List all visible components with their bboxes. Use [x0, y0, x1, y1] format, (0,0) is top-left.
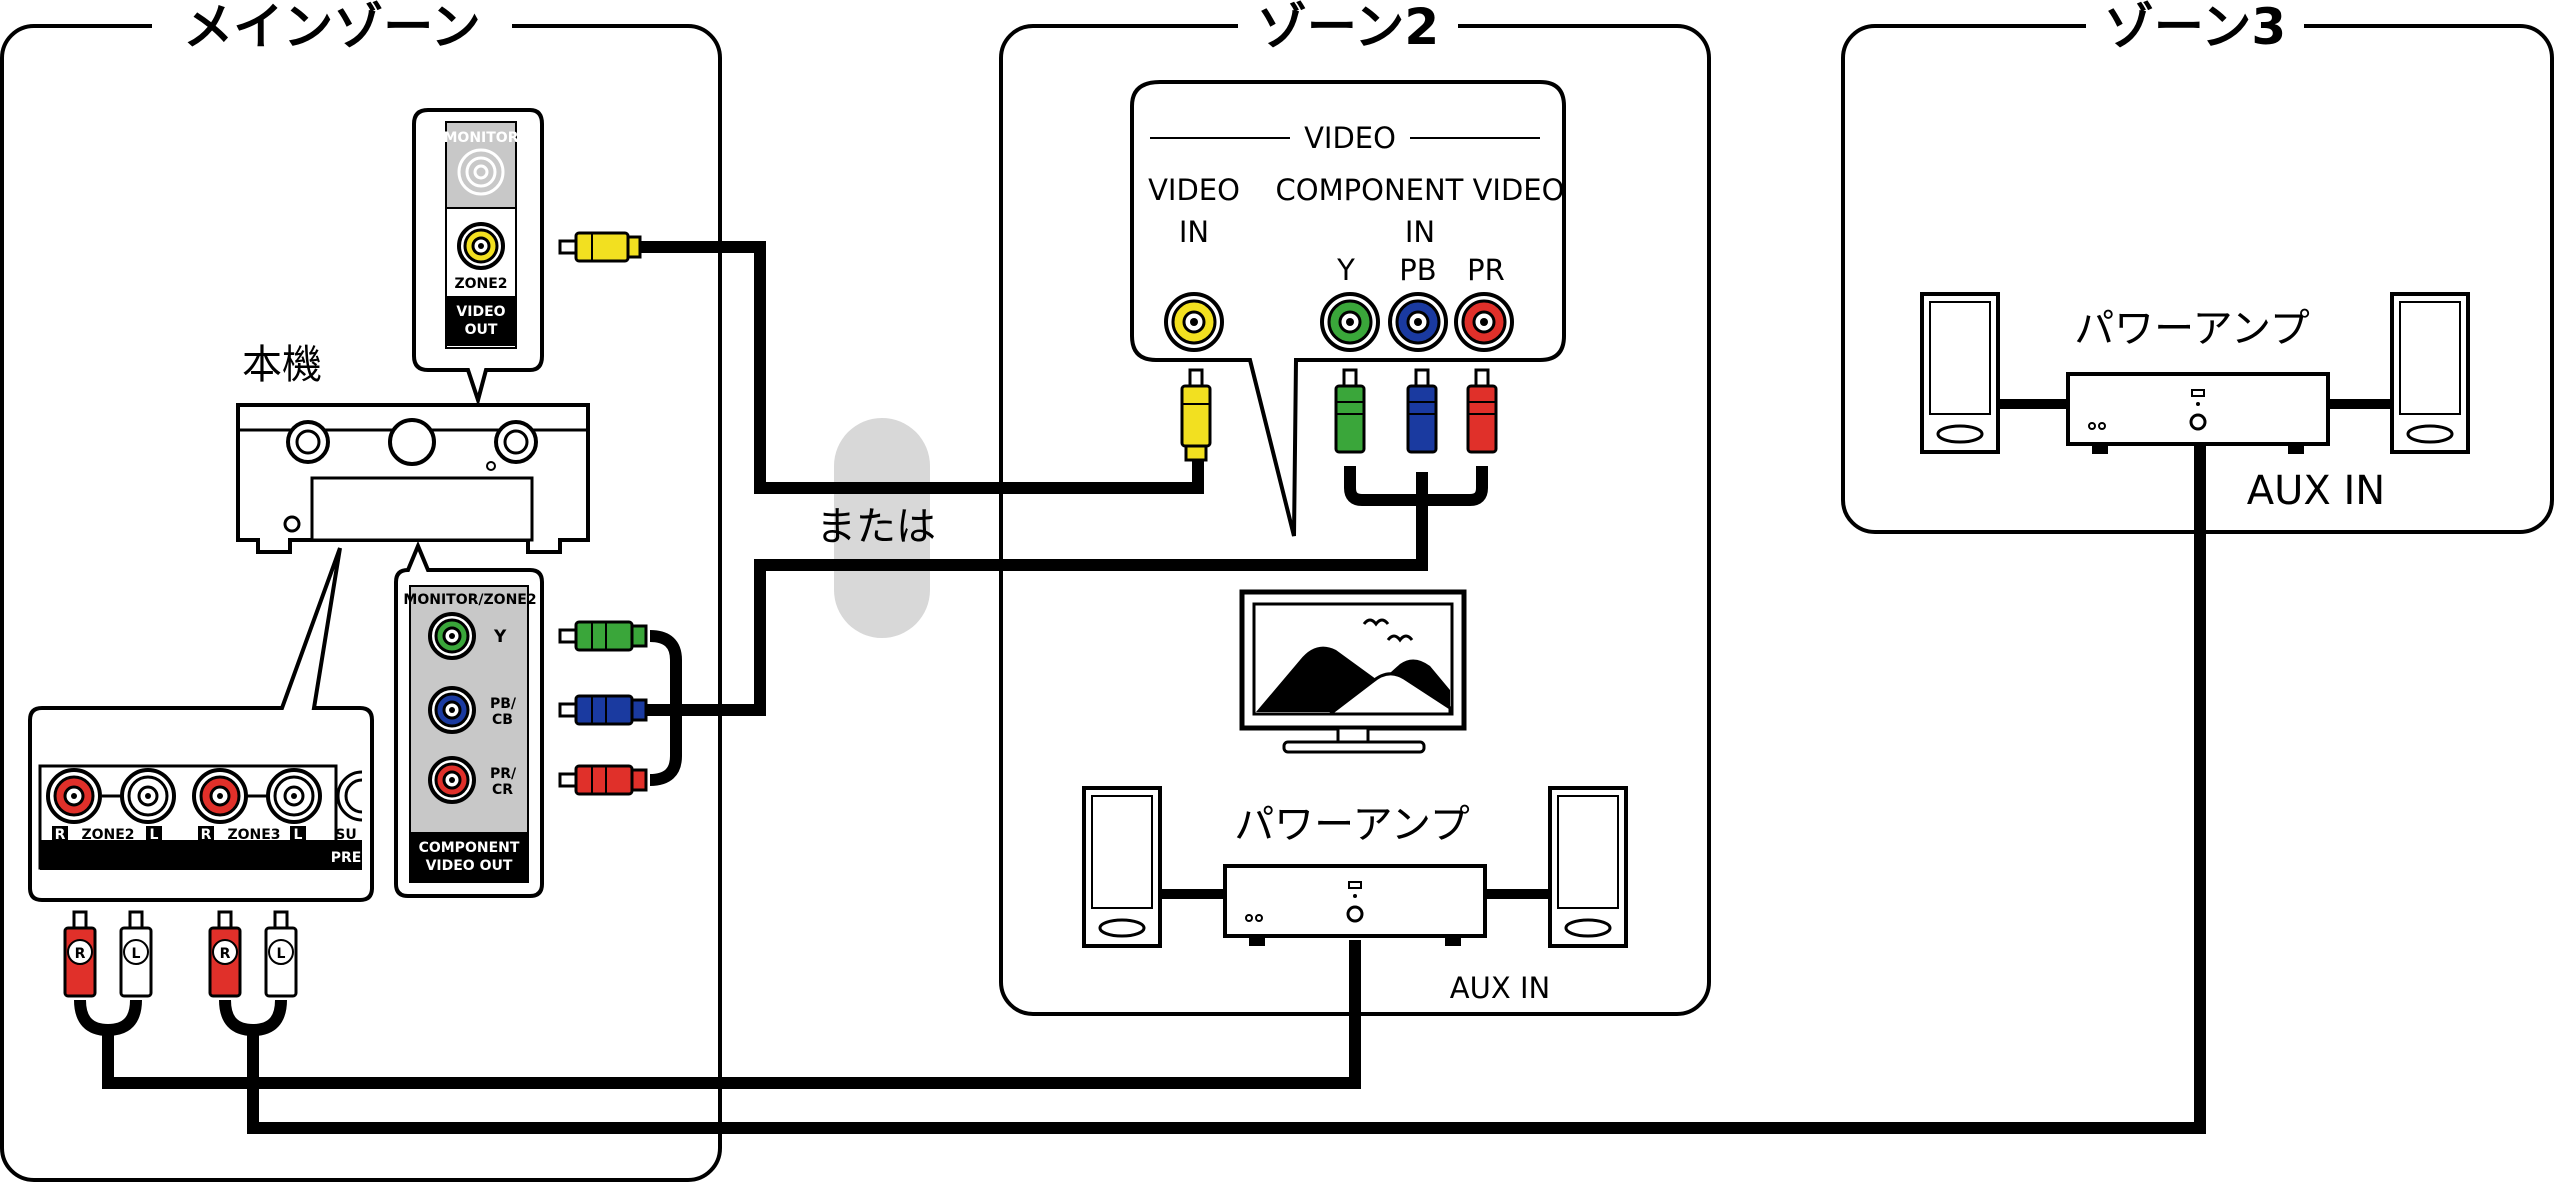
zone2-audio-y [74, 999, 142, 1037]
zone2-title: ゾーン2 [1257, 0, 1439, 56]
preout-zone3-l-label: L [294, 827, 303, 843]
zone3-plug-r-letter: R [220, 946, 231, 962]
zone3-power-amp [2066, 372, 2330, 454]
tv-y-label: Y [1336, 253, 1355, 287]
component-split-cable [649, 630, 682, 786]
component-out-pr-jack [428, 756, 476, 804]
zone3-speaker-right [2390, 292, 2470, 454]
video-out-jack [457, 222, 505, 270]
preout-zone2-r-jack [46, 768, 102, 824]
main-zone-title: メインゾーン [183, 0, 481, 56]
or-label: または [816, 504, 936, 550]
tv-component-plug-pr [1466, 368, 1498, 454]
zone2-power-amp [1223, 864, 1487, 946]
component-y-label: Y [493, 627, 507, 647]
tv-input-callout: VIDEO VIDEO IN COMPONENT VIDEO IN Y PB P… [1130, 80, 1566, 537]
zone2-amp-label: パワーアンプ [1234, 802, 1470, 848]
tv-component-join [1344, 466, 1488, 506]
preout-pre-label: PRE [331, 850, 362, 866]
display-knob-center [388, 418, 436, 466]
preout-zone3-r-jack [192, 768, 248, 824]
tv-composite-plug [1180, 368, 1212, 462]
zone2-jack-label: ZONE2 [454, 276, 507, 292]
component-out-y-jack [428, 612, 476, 660]
unit-label: 本機 [242, 342, 322, 388]
preout-sub-label: SU [335, 827, 356, 843]
composite-video-cable [628, 241, 1204, 494]
preout-sub-jack-partial [336, 770, 363, 822]
tv-pb-label: PB [1399, 253, 1436, 287]
zone2-audio-plug-r: R [63, 910, 97, 998]
video-out-label-2: OUT [465, 322, 498, 338]
preout-zone2-label: ZONE2 [81, 827, 134, 843]
tv-video-header: VIDEO [1304, 121, 1396, 155]
tv-component-plug-y [1334, 368, 1366, 454]
preout-zone2-l-jack [120, 768, 176, 824]
component-out-label-1: COMPONENT [419, 840, 520, 856]
preout-callout: R ZONE2 L R ZONE3 L SU PRE [28, 547, 374, 902]
component-out-callout: MONITOR/ZONE2 Y PB/ CB PR/ CR COMPONENT … [394, 540, 544, 898]
main-zone-frame: メインゾーン [0, 0, 722, 1182]
video-out-label-1: VIDEO [456, 304, 505, 320]
video-out-callout: MONITOR ZONE2 VIDEO OUT [412, 108, 544, 407]
preout-zone3-r-label: R [201, 827, 212, 843]
component-video-cable [640, 472, 1428, 716]
component-pr-label-2: CR [492, 782, 513, 798]
tv-component-pb-jack [1388, 292, 1448, 352]
preout-zone3-label: ZONE3 [227, 827, 280, 843]
av-receiver-front [236, 403, 590, 554]
tv-component-in-label-2: IN [1405, 215, 1435, 249]
tv-video-in-jack [1164, 292, 1224, 352]
tv-component-y-jack [1320, 292, 1380, 352]
zone3-audio-plug-r: R [208, 910, 242, 998]
zone3-audio-y [219, 999, 287, 1037]
tv-icon [1239, 589, 1467, 754]
zone3-amp-label: パワーアンプ [2074, 306, 2310, 352]
preout-zone2-r-label: R [55, 827, 66, 843]
component-pb-label-2: CB [492, 712, 513, 728]
component-plug-y [558, 620, 648, 652]
zone2-speaker-left [1082, 786, 1162, 948]
zone3-audio-cable [247, 434, 2206, 1134]
zone2-aux-in-label: AUX IN [1450, 971, 1550, 1005]
component-plug-pb [558, 694, 648, 726]
component-pb-label-1: PB/ [490, 696, 517, 712]
tv-component-in-label-1: COMPONENT VIDEO [1276, 173, 1565, 207]
preout-zone2-l-label: L [150, 827, 159, 843]
component-out-pb-jack [428, 686, 476, 734]
tv-video-in-label-1: VIDEO [1148, 173, 1240, 207]
tv-video-in-label-2: IN [1179, 215, 1209, 249]
zone3-aux-in-label: AUX IN [2247, 468, 2385, 514]
monitor-label: MONITOR [444, 130, 519, 146]
zone2-speaker-right [1548, 786, 1628, 948]
component-pr-label-1: PR/ [490, 766, 517, 782]
zone2-plug-l-letter: L [132, 946, 141, 962]
zone3-title: ゾーン3 [2104, 0, 2286, 56]
zone2-plug-r-letter: R [75, 946, 86, 962]
zone2-audio-plug-l: L [119, 910, 153, 998]
component-out-label-2: VIDEO OUT [426, 858, 513, 874]
cables [74, 241, 2206, 1134]
composite-plug [558, 231, 642, 263]
zone3-audio-plug-l: L [264, 910, 298, 998]
component-header: MONITOR/ZONE2 [403, 592, 536, 608]
zone3-plug-l-letter: L [277, 946, 286, 962]
or-indicator [834, 418, 930, 638]
zone2-audio-cable [102, 940, 1361, 1089]
zone3-speaker-left [1920, 292, 2000, 454]
preout-zone3-l-jack [266, 768, 322, 824]
zone3-frame: ゾーン3 [1841, 0, 2554, 534]
tv-component-plug-pb [1406, 368, 1438, 454]
tv-pr-label: PR [1467, 253, 1505, 287]
component-plug-pr [558, 764, 648, 796]
tv-component-pr-jack [1454, 292, 1514, 352]
